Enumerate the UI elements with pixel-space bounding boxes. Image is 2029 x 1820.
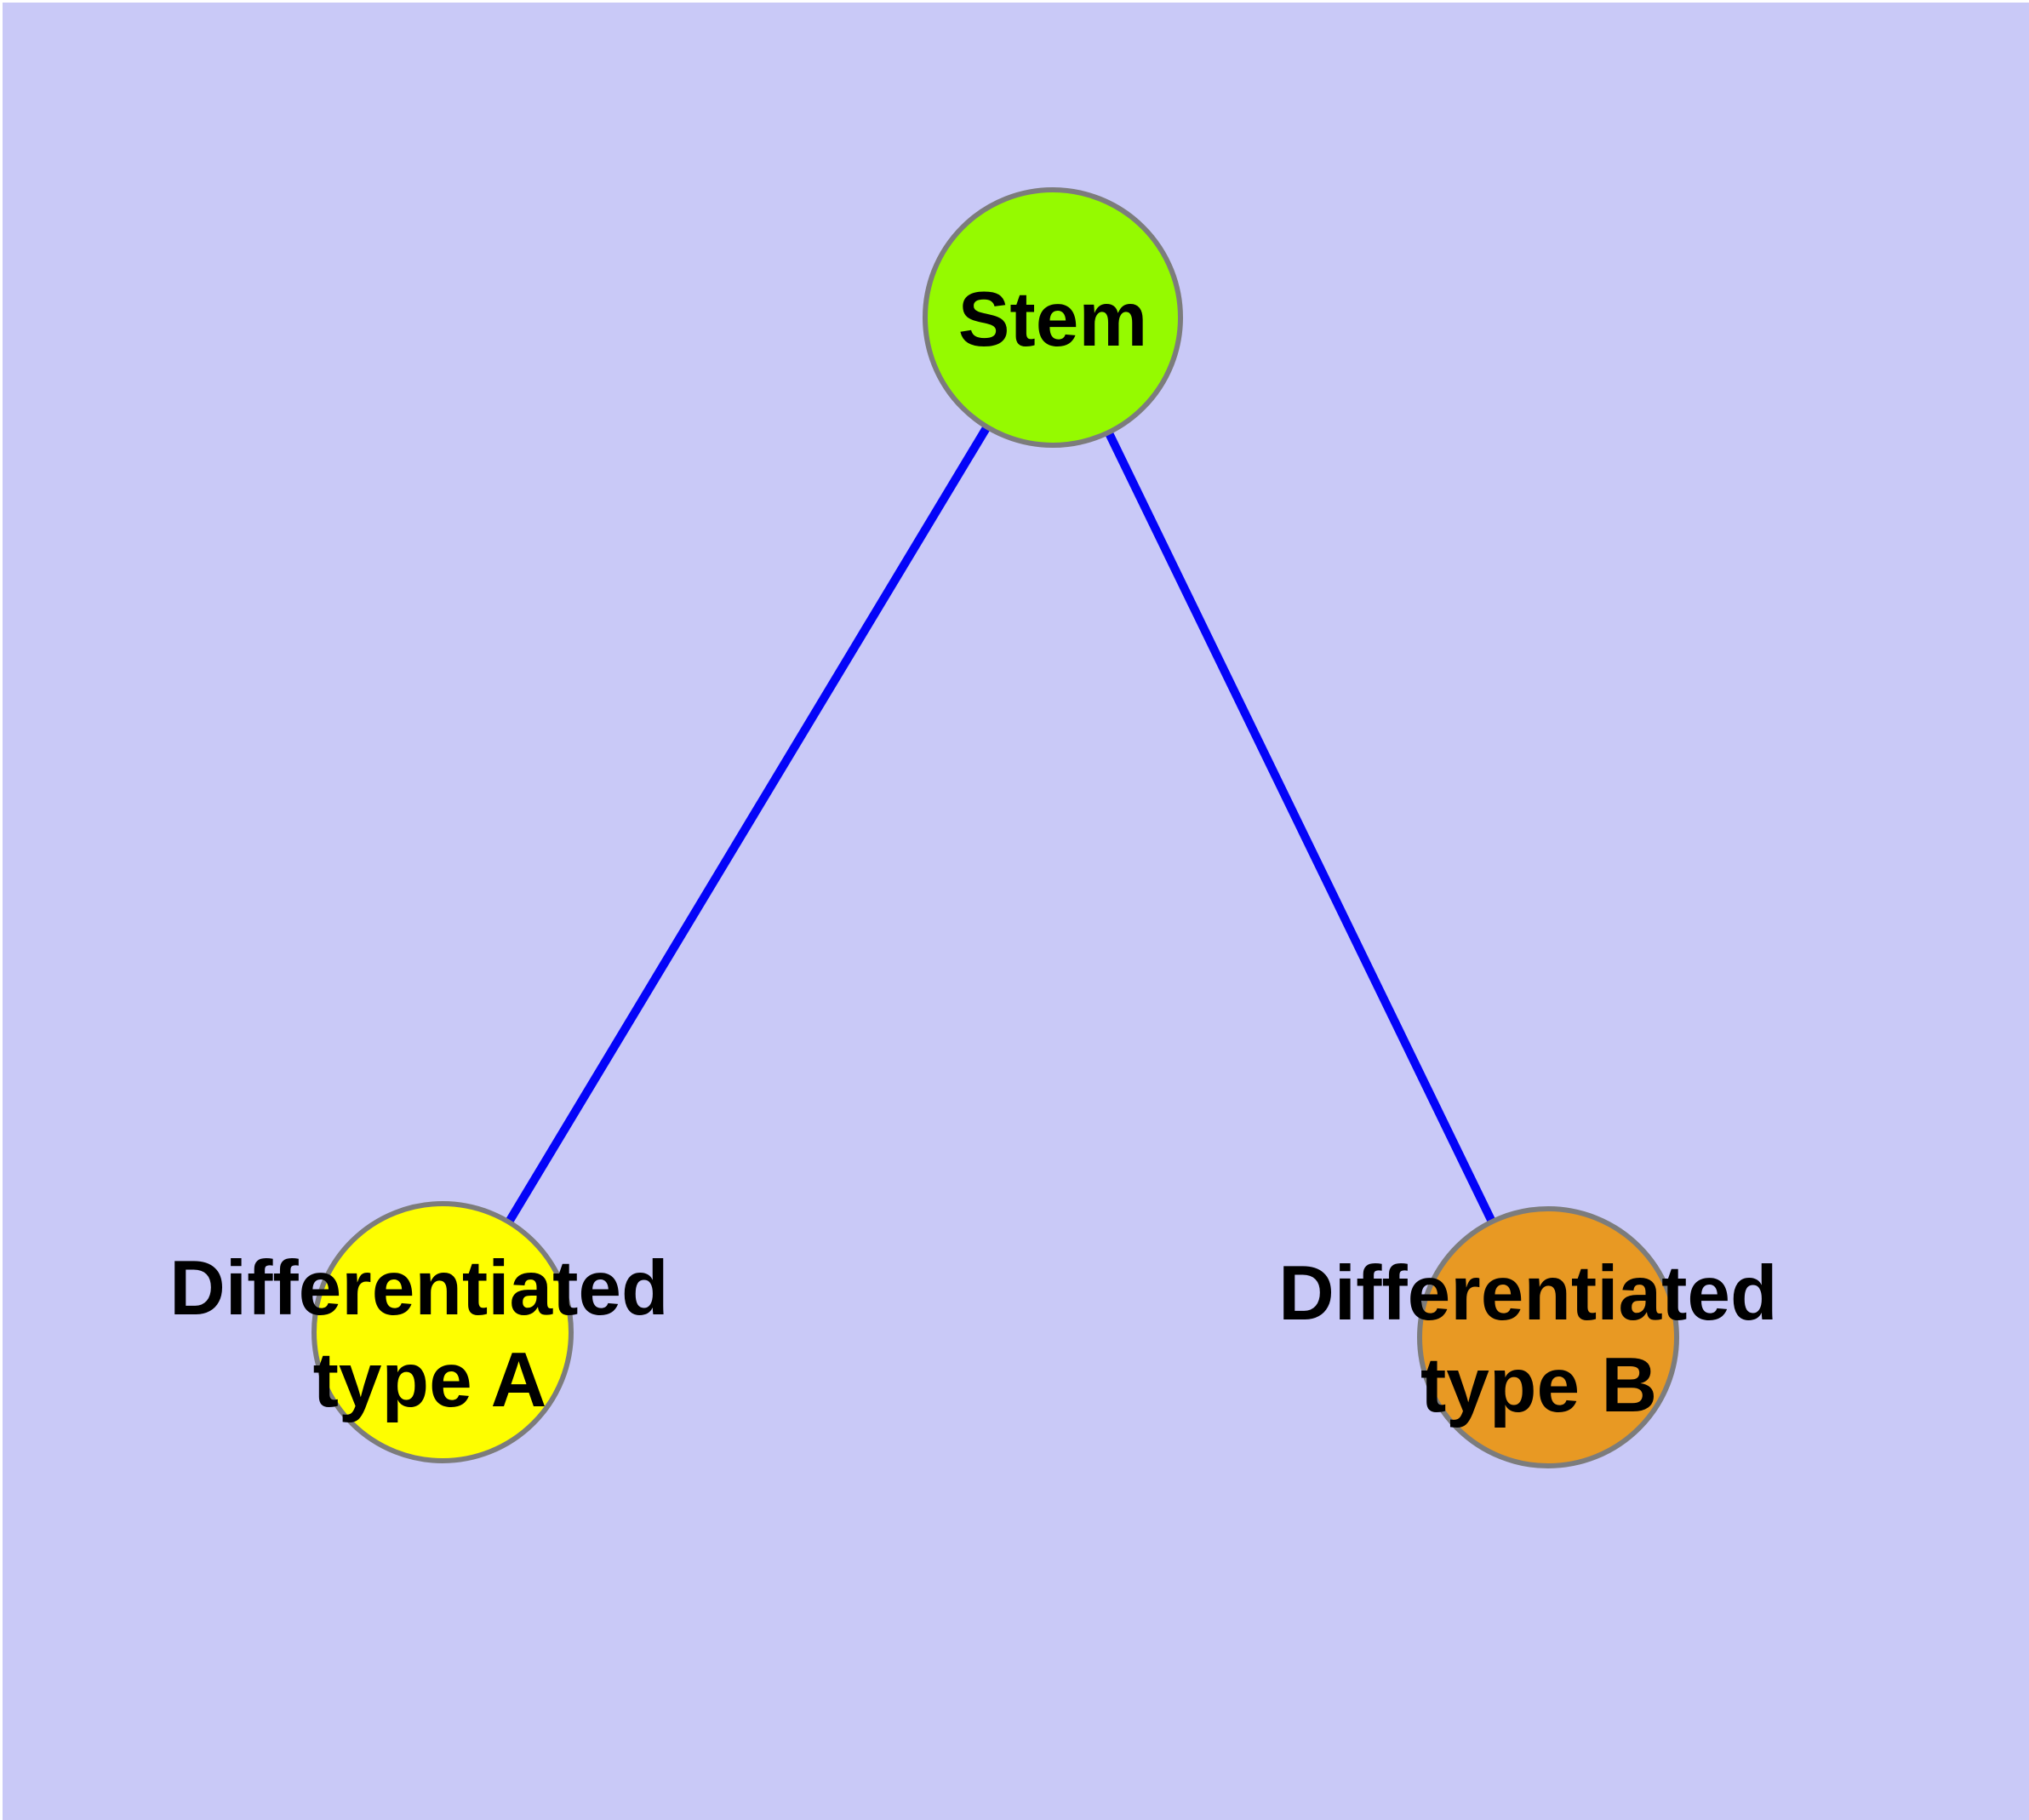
- edge-stem-to-type-a: [438, 315, 1057, 1335]
- edge-stem-to-type-b: [1049, 315, 1552, 1340]
- node-type-b-label-line1: Differentiated: [1278, 1251, 1778, 1336]
- node-type-a-circle: [311, 1201, 574, 1463]
- node-type-b-label-line2: type B: [1420, 1342, 1657, 1428]
- node-stem-circle: [923, 187, 1183, 448]
- node-type-a-label: Differentiated type A: [169, 1245, 690, 1423]
- node-type-a-label-line1: Differentiated: [169, 1245, 669, 1331]
- node-type-a-label-line2: type A: [313, 1337, 547, 1423]
- node-type-b-label: Differentiated type B: [1278, 1251, 1799, 1428]
- node-stem-label: Stem: [958, 277, 1148, 363]
- node-type-b-circle: [1417, 1206, 1679, 1468]
